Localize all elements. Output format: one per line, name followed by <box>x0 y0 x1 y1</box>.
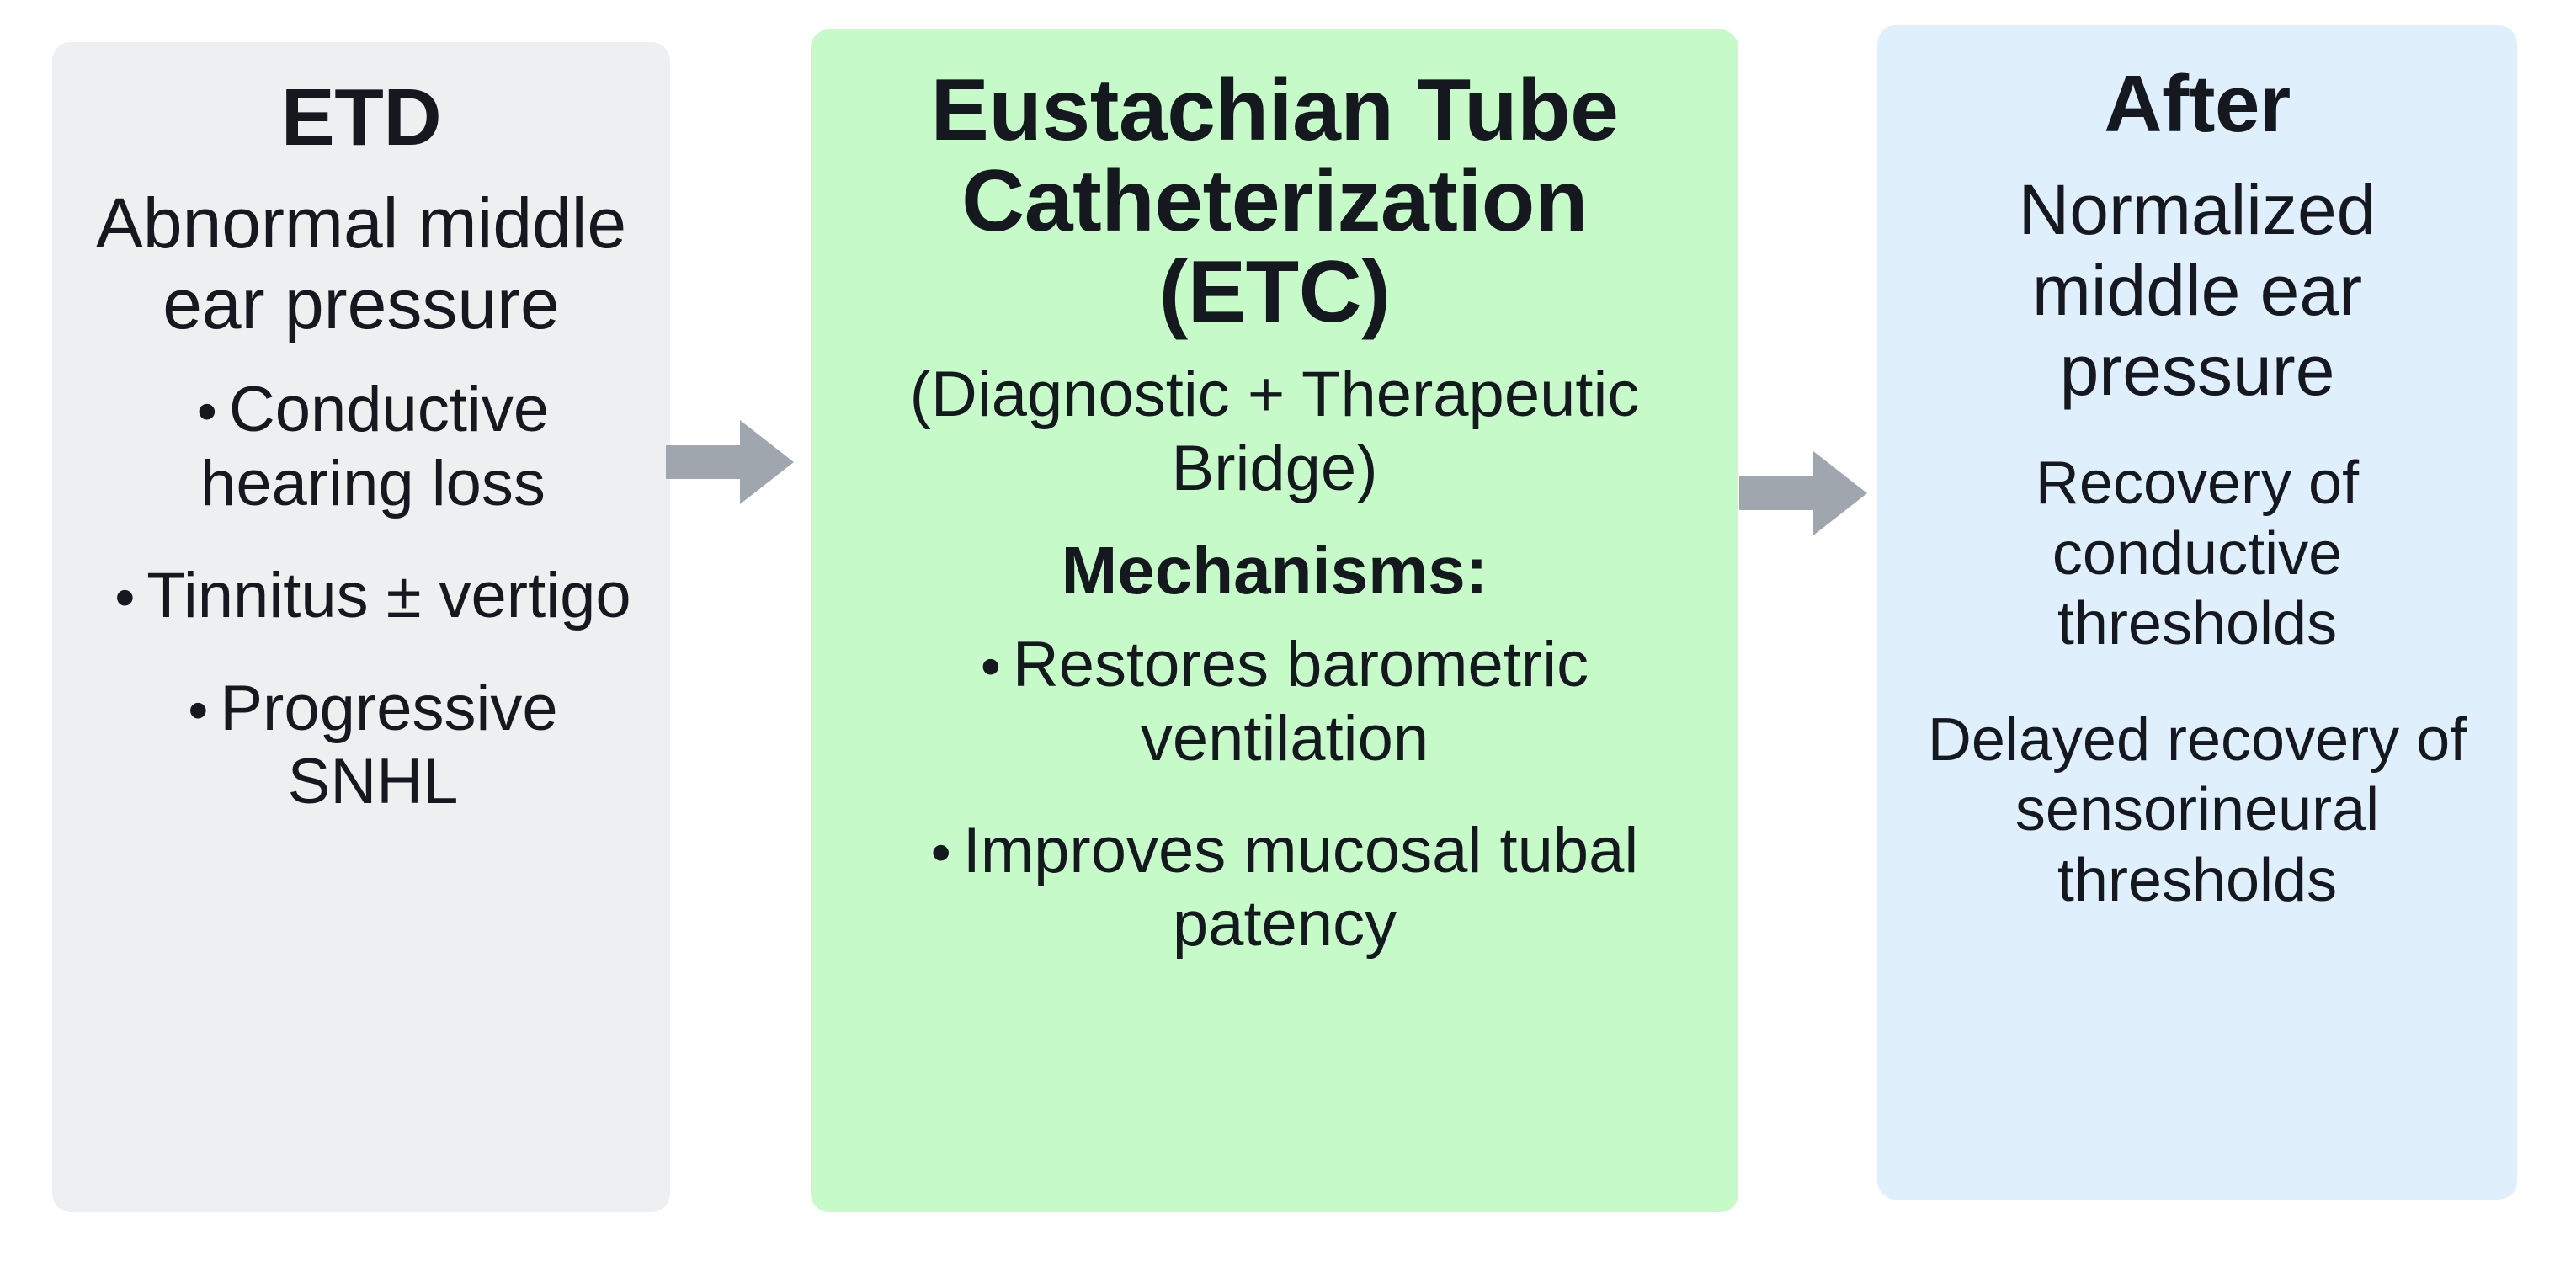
bullet-dot-icon: • <box>930 821 951 886</box>
after-title: After <box>2104 59 2291 149</box>
right-arrow-icon <box>666 420 794 504</box>
etd-bullet-list: •Conductive hearing loss •Tinnitus ± ver… <box>86 373 636 818</box>
stage-card-etc: Eustachian Tube Catheterization (ETC) (D… <box>811 29 1738 1212</box>
etc-title: Eustachian Tube Catheterization (ETC) <box>930 61 1619 342</box>
etd-subtitle: Abnormal middle ear pressure <box>95 183 627 343</box>
bullet-dot-icon: • <box>980 635 1001 700</box>
after-outcome-sensorineural: Delayed recovery of sensorineural thresh… <box>1927 705 2467 914</box>
arrow-stage1-to-stage2 <box>666 420 794 504</box>
list-item: •Improves mucosal tubal patency <box>846 814 1703 961</box>
etc-paren-note: (Diagnostic + Therapeutic Bridge) <box>909 359 1640 504</box>
list-item: •Restores barometric ventilation <box>846 628 1703 775</box>
list-item: •Tinnitus ± vertigo <box>86 559 636 632</box>
list-item-label: Tinnitus ± vertigo <box>146 560 631 632</box>
etc-mechanisms-heading: Mechanisms: <box>1061 533 1488 609</box>
bullet-dot-icon: • <box>196 380 217 444</box>
bullet-dot-icon: • <box>114 566 136 631</box>
stage-card-etd: ETD Abnormal middle ear pressure •Conduc… <box>52 42 670 1212</box>
stage-card-after: After Normalized middle ear pressure Rec… <box>1877 25 2517 1200</box>
list-item: •Conductive hearing loss <box>86 373 636 520</box>
list-item-label: Restores barometric ventilation <box>1012 629 1589 774</box>
list-item-label: Conductive hearing loss <box>200 374 550 519</box>
list-item: •Progressive SNHL <box>86 672 636 819</box>
after-subtitle: Normalized middle ear pressure <box>2018 169 2376 411</box>
after-outcome-conductive: Recovery of conductive thresholds <box>2035 450 2360 658</box>
etc-bullet-list: •Restores barometric ventilation •Improv… <box>846 628 1703 961</box>
right-arrow-icon <box>1739 451 1867 535</box>
list-item-label: Progressive SNHL <box>220 672 558 817</box>
etd-title: ETD <box>280 72 442 162</box>
list-item-label: Improves mucosal tubal patency <box>962 815 1639 960</box>
arrow-stage2-to-stage3 <box>1739 451 1867 535</box>
bullet-dot-icon: • <box>188 678 209 742</box>
